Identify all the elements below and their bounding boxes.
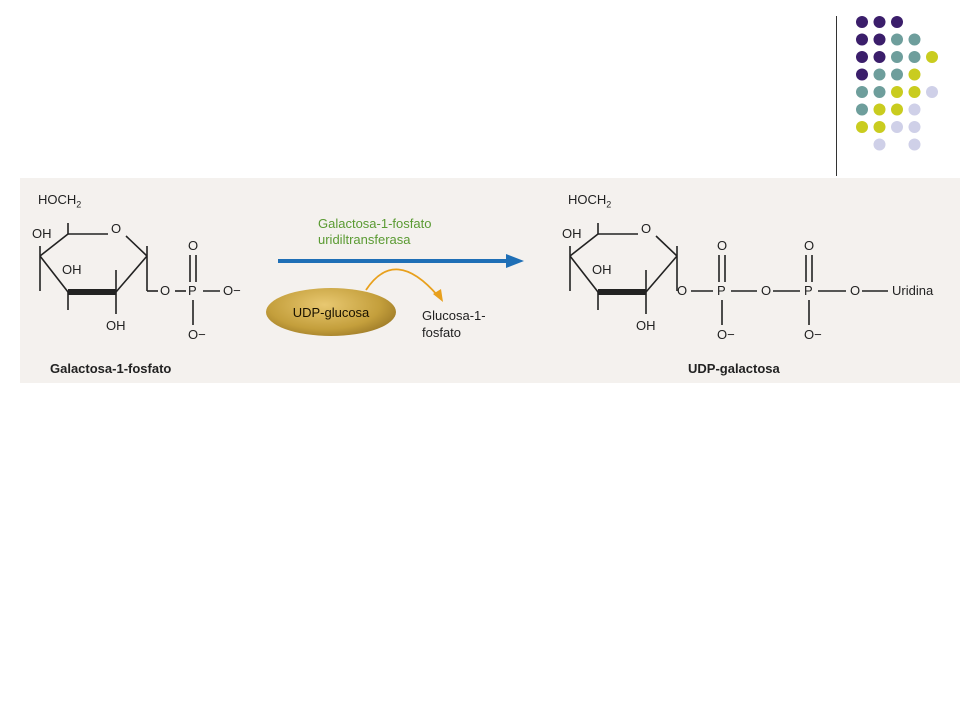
product-p1-o-bottom: O−: [717, 327, 735, 342]
coproduct-line2: fosfato: [422, 325, 462, 340]
product-ring: [569, 223, 678, 314]
decorative-dot: [856, 121, 868, 133]
reaction-figure: HOCH2 O OH OH OH O P O O− O− Galactosa-1…: [20, 178, 960, 383]
substrate-phosphate-bonds: [175, 255, 220, 325]
decorative-dot: [873, 103, 886, 116]
decorative-dot: [856, 51, 868, 63]
reaction-arrow: [278, 254, 524, 268]
product-bridge-oxygen-3: O: [850, 283, 861, 298]
decorative-dot: [873, 138, 886, 151]
product-diphosphate-bonds: [691, 255, 888, 325]
product-hoch2-label: HOCH2: [568, 192, 612, 210]
substrate-ring: [39, 223, 158, 314]
decorative-dot: [873, 16, 886, 28]
decorative-dot: [908, 121, 921, 133]
product-bridge-oxygen-2: O: [761, 283, 772, 298]
decorative-dot: [873, 33, 886, 46]
substrate-ring-oxygen: O: [111, 221, 122, 236]
substrate-name: Galactosa-1-fosfato: [50, 361, 172, 376]
decorative-dot: [908, 51, 921, 63]
product-phosphorus-1: P: [717, 283, 726, 298]
product-p2-o-top: O: [804, 238, 815, 253]
product-uridine-label: Uridina: [892, 283, 934, 298]
decorative-dot: [873, 121, 886, 133]
decorative-dot: [891, 16, 903, 28]
enzyme-name-line1: Galactosa-1-fosfato: [318, 216, 432, 231]
product-bridge-oxygen-1: O: [677, 283, 688, 298]
product-oh-mid: OH: [592, 262, 612, 277]
decorative-dot: [891, 121, 903, 133]
decorative-dot: [891, 51, 903, 63]
substrate-phosphate-o-top: O: [188, 238, 199, 253]
decorative-dot: [873, 51, 886, 63]
substrate-phosphorus: P: [188, 283, 197, 298]
product-oh-top: OH: [562, 226, 582, 241]
decorative-dot: [856, 16, 868, 28]
substrate-hoch2-label: HOCH2: [38, 192, 82, 210]
substrate-phosphate-o-right: O−: [223, 283, 241, 298]
slide-divider-line: [836, 16, 837, 176]
decorative-dot: [908, 68, 921, 81]
decorative-dot-grid: [856, 16, 938, 151]
decorative-dot: [891, 33, 903, 46]
coproduct-line1: Glucosa-1-: [422, 308, 486, 323]
reaction-diagram-svg: [39, 223, 888, 325]
decorative-dot: [873, 86, 886, 98]
product-p1-o-top: O: [717, 238, 728, 253]
decorative-dot: [873, 68, 886, 81]
substrate-oh-bottom: OH: [106, 318, 126, 333]
decorative-dot: [891, 68, 903, 81]
product-name: UDP-galactosa: [688, 361, 780, 376]
substrate-bridge-oxygen: O: [160, 283, 171, 298]
substrate-oh-mid: OH: [62, 262, 82, 277]
decorative-dot: [926, 86, 938, 98]
decorative-dot: [908, 103, 921, 116]
substrate-oh-top: OH: [32, 226, 52, 241]
udp-glucose-label: UDP-glucosa: [292, 304, 370, 320]
product-p2-o-bottom: O−: [804, 327, 822, 342]
decorative-dot: [856, 86, 868, 98]
decorative-dot: [908, 33, 921, 46]
product-ring-oxygen: O: [641, 221, 652, 236]
decorative-dot: [891, 103, 903, 116]
decorative-dot: [908, 86, 921, 98]
decorative-dot: [926, 51, 938, 63]
product-oh-bottom: OH: [636, 318, 656, 333]
decorative-dot: [891, 86, 903, 98]
decorative-dot: [908, 138, 921, 151]
udp-glucose-oval: UDP-glucosa: [266, 288, 396, 336]
decorative-dot: [856, 103, 868, 116]
side-curved-arrow: [365, 268, 443, 302]
substrate-phosphate-o-bottom: O−: [188, 327, 206, 342]
decorative-dot: [856, 68, 868, 81]
decorative-dot: [856, 33, 868, 46]
product-phosphorus-2: P: [804, 283, 813, 298]
enzyme-name-line2: uridiltransferasa: [318, 232, 411, 247]
